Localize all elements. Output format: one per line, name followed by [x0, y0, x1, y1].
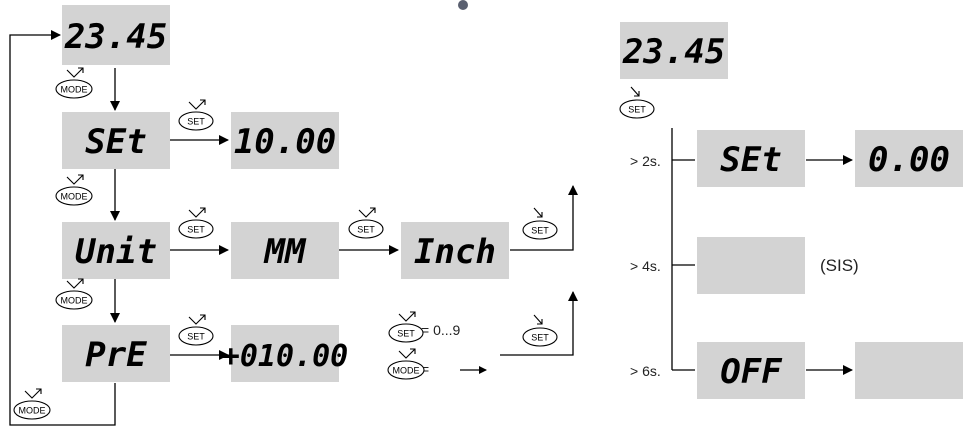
lcd-off-blank — [855, 342, 963, 399]
lcd-display-main-right: 23.45 — [620, 22, 728, 79]
time-label-6s: > 6s. — [630, 363, 661, 379]
lcd-display-main: 23.45 — [62, 5, 170, 65]
set-hold-button-icon[interactable]: SET — [522, 314, 558, 347]
svg-text:SET: SET — [531, 333, 549, 343]
legend-mode-button-icon: MODE — [387, 348, 425, 380]
svg-text:SET: SET — [357, 225, 375, 235]
svg-text:SET: SET — [187, 332, 205, 342]
lcd-zero-value: 0.00 — [855, 130, 963, 187]
svg-text:SET: SET — [187, 117, 205, 127]
svg-text:0.00: 0.00 — [868, 140, 950, 180]
press-arrow-icon — [66, 67, 84, 78]
svg-text:SET: SET — [187, 225, 205, 235]
svg-text:MODE: MODE — [61, 296, 88, 306]
svg-text:23.45: 23.45 — [622, 32, 725, 72]
press-arrow-icon — [533, 314, 543, 325]
set-button-icon[interactable]: SET — [178, 314, 214, 346]
press-arrow-icon — [66, 174, 84, 185]
press-arrow-icon — [188, 207, 206, 218]
mode-button-icon[interactable]: MODE — [55, 278, 93, 310]
lcd-unit-mm[interactable]: MM — [231, 222, 339, 279]
top-dot — [458, 0, 468, 10]
mode-button-icon[interactable]: MODE — [13, 388, 51, 420]
svg-text:MODE: MODE — [61, 192, 88, 202]
press-arrow-icon — [358, 207, 376, 218]
press-arrow-icon — [188, 99, 206, 110]
time-label-4s: > 4s. — [630, 258, 661, 274]
legend-set-button-icon: SET — [388, 311, 424, 343]
svg-text:MODE: MODE — [393, 366, 420, 376]
svg-text:+010.00: +010.00 — [222, 339, 348, 374]
svg-text:MODE: MODE — [19, 406, 46, 416]
svg-text:MODE: MODE — [61, 85, 88, 95]
right-flow-connectors — [671, 128, 853, 375]
lcd-preset-menu[interactable]: PrE — [62, 325, 170, 382]
sis-label: (SIS) — [820, 256, 859, 275]
svg-text:MM: MM — [264, 232, 307, 272]
svg-text:Inch: Inch — [414, 232, 496, 272]
svg-text:SET: SET — [531, 226, 549, 236]
lcd-set-menu[interactable]: SEt — [62, 112, 170, 169]
set-hold-button-icon[interactable]: SET — [619, 86, 655, 119]
svg-text:OFF: OFF — [720, 352, 783, 392]
svg-text:SEt: SEt — [85, 122, 146, 162]
press-arrow-icon — [533, 207, 543, 218]
legend-mode-desc: = — [421, 361, 429, 377]
press-arrow-icon — [630, 86, 640, 97]
left-flow-connectors — [9, 30, 578, 426]
set-button-icon[interactable]: SET — [178, 99, 214, 131]
press-arrow-icon — [24, 388, 42, 399]
press-arrow-icon — [66, 278, 84, 289]
lcd-preset-value: +010.00 — [222, 325, 348, 382]
svg-text:23.45: 23.45 — [64, 17, 167, 57]
svg-text:Unit: Unit — [75, 232, 157, 272]
set-hold-button-icon[interactable]: SET — [522, 207, 558, 240]
lcd-unit-menu[interactable]: Unit — [62, 222, 170, 279]
press-arrow-icon — [398, 311, 416, 322]
lcd-unit-inch[interactable]: Inch — [401, 222, 509, 279]
mode-button-icon[interactable]: MODE — [55, 174, 93, 206]
lcd-set-value: 10.00 — [231, 112, 339, 169]
press-arrow-icon — [188, 314, 206, 325]
set-button-icon[interactable]: SET — [178, 207, 214, 239]
svg-text:PrE: PrE — [85, 335, 147, 375]
legend-set-desc: = 0...9 — [421, 322, 461, 338]
lcd-off[interactable]: OFF — [697, 342, 805, 399]
svg-text:SEt: SEt — [720, 140, 781, 180]
lcd-sis-blank — [697, 237, 805, 294]
svg-text:SET: SET — [397, 329, 415, 339]
press-arrow-icon — [398, 348, 416, 359]
svg-text:SET: SET — [628, 105, 646, 115]
mode-button-icon[interactable]: MODE — [55, 67, 93, 99]
time-label-2s: > 2s. — [630, 153, 661, 169]
set-button-icon[interactable]: SET — [348, 207, 384, 239]
svg-text:10.00: 10.00 — [234, 122, 336, 162]
lcd-set-menu-right[interactable]: SEt — [697, 130, 805, 187]
